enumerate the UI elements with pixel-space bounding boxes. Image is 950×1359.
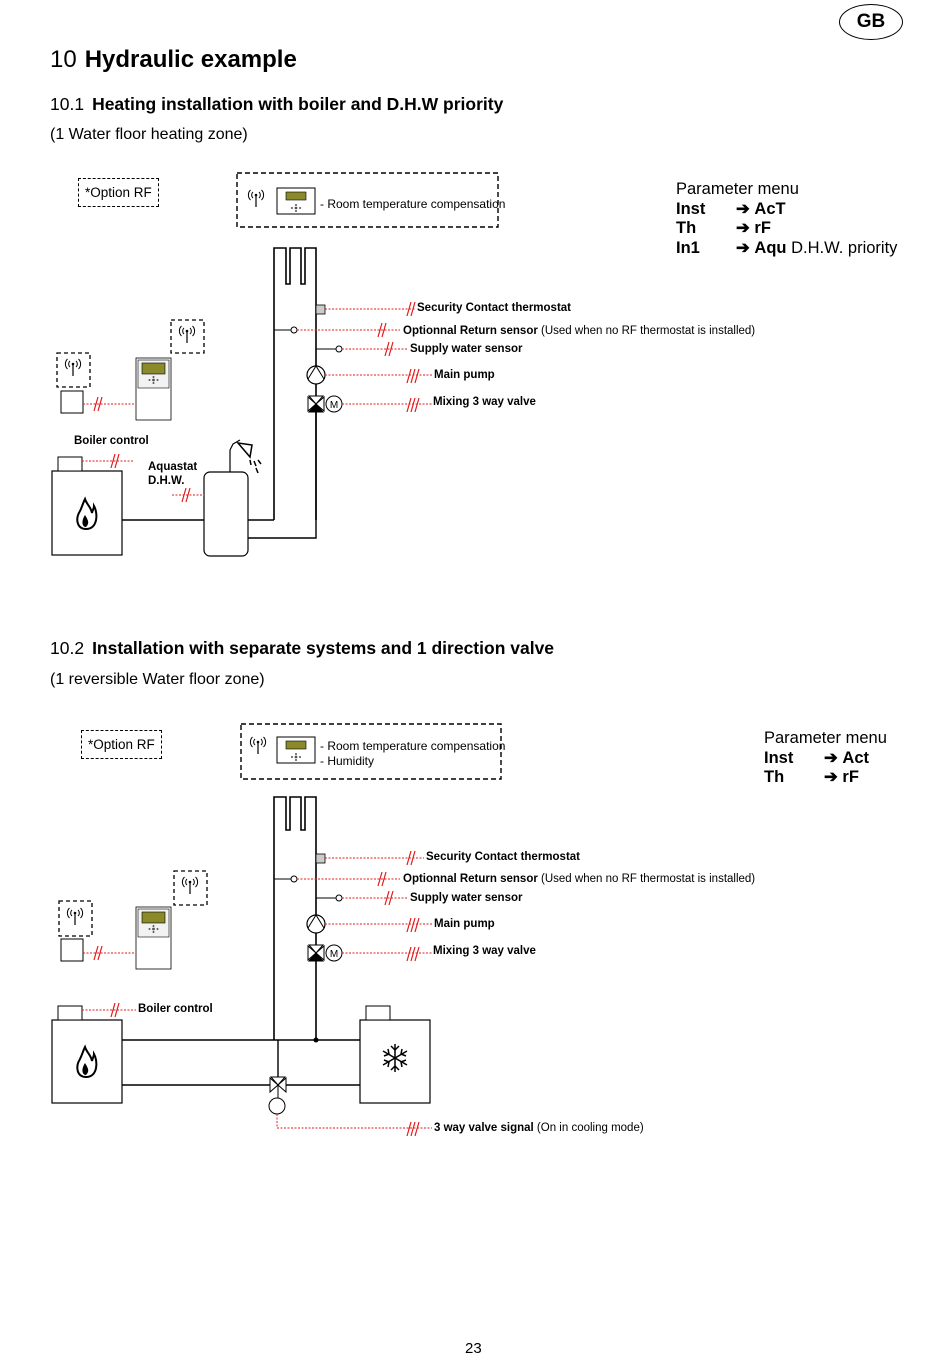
rf-antenna-box [170,319,205,354]
label-mixing-valve: Mixing 3 way valve [433,396,536,408]
label-security-thermostat: Security Contact thermostat [417,302,572,314]
mixing-valve-icon [307,395,325,413]
af-sensor-box [60,390,84,414]
section2-rf-feature: - Humidity [320,754,375,768]
section2-diagram: M [51,723,502,1137]
shower-icon [229,439,241,451]
parameter-row: Th ➔ rF [764,768,887,788]
section2-number: 10.2 [50,638,85,658]
section1-heading: 10.1 Heating installation with boiler and… [50,94,503,115]
chapter-title: Hydraulic example [84,46,297,73]
arrow-icon: ➔ [824,768,838,786]
svg-text:M: M [330,949,338,960]
antenna-icon [249,736,267,755]
security-thermostat-icon [315,853,326,864]
param-value: ➔ Aqu D.H.W. priority [736,238,898,257]
parameter-row: In1 ➔ Aqu D.H.W. priority [676,239,897,259]
direction-valve-icon [269,1076,287,1098]
section1-title: Heating installation with boiler and D.H… [92,94,504,114]
antenna-icon [66,907,84,926]
parameter-row: Inst ➔ AcT [676,200,897,220]
section2-heading: 10.2 Installation with separate systems a… [50,638,554,659]
param-key: Th [764,768,785,786]
section2-parameter-menu: Parameter menu Inst ➔ Act Th ➔ rF [764,729,887,788]
section1-diagram: M [51,172,499,557]
main-pump-icon [306,914,326,934]
snowflake-icon [382,1044,408,1072]
antenna-icon [64,358,82,377]
arrow-icon: ➔ [736,219,750,237]
main-pump-icon [306,365,326,385]
wall-thermostat-icon [135,906,172,970]
label-mixing-valve: Mixing 3 way valve [433,945,536,957]
label-aquastat-dhw: D.H.W. [148,475,185,487]
label-valve-signal: 3 way valve signal (On in cooling mode) [434,1122,644,1134]
section2-option-rf-box: *Option RF [81,730,162,759]
antenna-icon [181,876,199,895]
security-thermostat-icon [315,304,326,315]
section2-rf-feature: - Room temperature compensation [320,739,506,753]
supply-sensor-icon [335,894,343,902]
label-main-pump: Main pump [434,369,495,381]
label-return-sensor: Optionnal Return sensor (Used when no RF… [403,873,756,885]
section1-number: 10.1 [50,94,85,114]
return-sensor-icon [290,875,298,883]
param-key: Inst [764,748,794,767]
af-sensor-box [60,938,84,962]
parameter-menu-title: Parameter menu [764,729,887,747]
param-key: Inst [676,199,706,218]
section1-option-rf-box: *Option RF [78,178,159,207]
rf-thermostat-box [240,723,502,780]
chapter-heading: 10 Hydraulic example [50,46,297,74]
param-value: ➔ AcT [736,199,786,218]
return-sensor-icon [290,326,298,334]
supply-sensor-icon [335,345,343,353]
section1-rf-feature: - Room temperature compensation [320,197,506,211]
rf-antenna-box [58,900,93,937]
page-number: 23 [465,1340,482,1357]
label-main-pump: Main pump [434,918,495,930]
param-value: ➔ rF [736,219,771,237]
direction-valve-motor-icon [268,1097,286,1115]
section2-title: Installation with separate systems and 1… [92,638,555,658]
param-value: ➔ rF [824,768,859,786]
antenna-icon [178,325,196,344]
arrow-icon: ➔ [736,199,750,218]
language-badge: GB [839,4,903,40]
room-thermostat-icon [276,187,316,215]
floor-heating-loop [273,247,317,520]
section1-parameter-menu: Parameter menu Inst ➔ AcT Th ➔ rF In1 ➔ Aqu… [676,180,897,258]
floor-heating-loop [273,796,317,1040]
label-boiler-control: Boiler control [74,435,149,447]
param-key: In1 [676,238,700,257]
arrow-icon: ➔ [824,748,838,767]
label-boiler-control: Boiler control [138,1003,213,1015]
room-thermostat-icon [276,736,316,764]
label-aquastat: Aquastat [148,461,198,473]
section2-subtitle: (1 reversible Water floor zone) [50,671,265,688]
param-value: ➔ Act [824,748,870,767]
dhw-tank-icon [203,471,249,557]
section1-subtitle: (1 Water floor heating zone) [50,126,248,143]
rf-thermostat-box [236,172,499,228]
label-security-thermostat: Security Contact thermostat [426,851,581,863]
rf-antenna-box [173,870,208,906]
boiler-icon [51,1019,123,1104]
label-supply-sensor: Supply water sensor [410,343,523,355]
label-supply-sensor: Supply water sensor [410,892,523,904]
boiler-icon [51,470,123,556]
arrow-icon: ➔ [736,238,750,257]
antenna-icon [247,189,265,208]
mixing-valve-icon [307,944,325,962]
svg-text:M: M [330,400,338,411]
parameter-row: Th ➔ rF [676,219,897,239]
wall-thermostat-icon [135,357,172,421]
parameter-row: Inst ➔ Act [764,749,887,769]
parameter-menu-title: Parameter menu [676,180,799,198]
label-return-sensor: Optionnal Return sensor (Used when no RF… [403,325,756,337]
rf-antenna-box [56,352,91,388]
chapter-number: 10 [50,46,77,73]
param-key: Th [676,219,697,237]
